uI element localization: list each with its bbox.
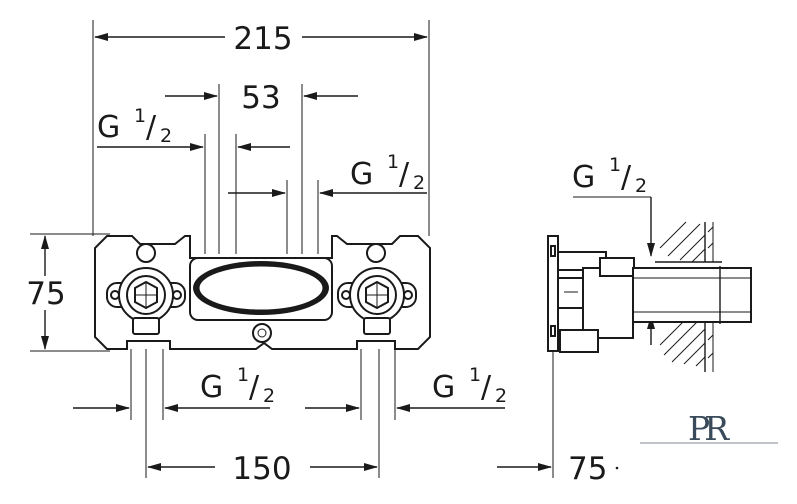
thread-label-top-left: G 1 / 2 bbox=[97, 105, 172, 147]
lug-hole-left bbox=[136, 243, 156, 263]
thread-label-bottom-right: G 1 / 2 bbox=[432, 364, 507, 407]
lower-bracket bbox=[559, 329, 599, 353]
thread-g: G bbox=[200, 370, 223, 405]
front-view: 215 53 G 1 / 2 G 1 / 2 bbox=[26, 20, 507, 487]
bottom-hole bbox=[252, 323, 272, 343]
bottom-hole-inner bbox=[257, 328, 267, 338]
thread-slash: / bbox=[399, 157, 410, 192]
thread-label-side: G 1 / 2 bbox=[572, 154, 647, 197]
middle-block bbox=[557, 277, 585, 309]
thread-slash: / bbox=[146, 110, 157, 145]
thread-num: 1 bbox=[609, 154, 621, 176]
thread-slash: / bbox=[481, 370, 492, 405]
logo-text: PR bbox=[688, 409, 730, 448]
thread-g: G bbox=[350, 157, 373, 192]
dim-75-label: 75 bbox=[26, 276, 65, 312]
thread-den: 2 bbox=[263, 385, 275, 407]
center-oval-inner bbox=[198, 265, 324, 311]
dim-215-label: 215 bbox=[233, 21, 292, 57]
plate-slot-b bbox=[550, 325, 556, 337]
thread-g: G bbox=[432, 370, 455, 405]
thread-num: 1 bbox=[469, 364, 481, 386]
thread-num: 1 bbox=[134, 105, 146, 127]
dim-depth-label: 75 bbox=[568, 451, 607, 487]
lug-hole-right bbox=[366, 243, 386, 263]
valve-cap-side bbox=[599, 257, 635, 277]
spindle-sleeve bbox=[632, 267, 752, 323]
dim-150-label: 150 bbox=[232, 451, 291, 487]
thread-den: 2 bbox=[413, 172, 425, 194]
thread-g: G bbox=[572, 160, 595, 195]
side-view: G 1 / 2 bbox=[497, 154, 752, 487]
dim-53-label: 53 bbox=[241, 80, 280, 116]
thread-den: 2 bbox=[160, 125, 172, 147]
thread-num: 1 bbox=[387, 151, 399, 173]
depth-dot bbox=[615, 466, 619, 470]
thread-slash: / bbox=[249, 370, 260, 405]
watermark-logo: PR bbox=[640, 409, 778, 448]
thread-label-top-right: G 1 / 2 bbox=[350, 151, 425, 194]
plate-slot-a bbox=[550, 245, 556, 257]
thread-slash: / bbox=[621, 160, 632, 195]
thread-den: 2 bbox=[495, 385, 507, 407]
valve-body-side bbox=[582, 267, 634, 339]
valve-left bbox=[106, 267, 186, 335]
thread-label-bottom-left: G 1 / 2 bbox=[200, 364, 275, 407]
thread-num: 1 bbox=[237, 364, 249, 386]
thread-den: 2 bbox=[635, 175, 647, 197]
valve-right bbox=[337, 267, 417, 335]
thread-g: G bbox=[97, 110, 120, 145]
